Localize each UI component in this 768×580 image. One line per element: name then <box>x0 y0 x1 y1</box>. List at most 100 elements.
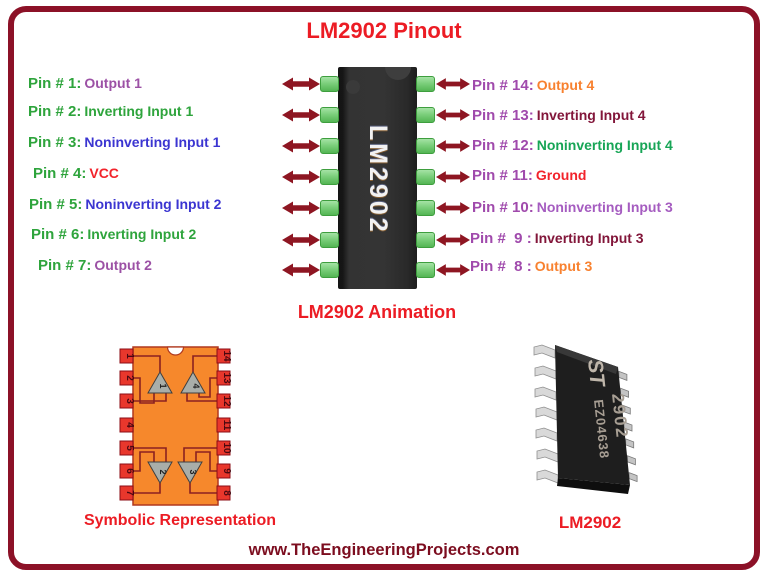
chip-pin-5 <box>320 200 339 216</box>
pin-function-label: Noninverting Input 1 <box>84 134 221 150</box>
symbolic-pin-2 <box>119 370 134 386</box>
pin-row-12: Pin # 12:Noninverting Input 4 <box>472 137 673 155</box>
pin-function-label: Ground <box>535 167 587 183</box>
pin-row-9: Pin # 9 :Inverting Input 3 <box>470 230 644 248</box>
pin-number-label: Pin # 8 : <box>470 258 532 275</box>
st-logo: ST <box>583 358 609 389</box>
chip-pin-4 <box>320 169 339 185</box>
double-arrow-icon <box>282 139 320 153</box>
photo-marking-part: 2902 <box>608 392 632 440</box>
pin-number-label: Pin # 12: <box>472 137 534 154</box>
chip-pin-3 <box>320 138 339 154</box>
pin-function-label: Output 3 <box>534 258 593 274</box>
symbolic-pin-number: 11 <box>221 420 232 431</box>
pin-function-label: Noninverting Input 3 <box>536 199 673 215</box>
photo-body-top-face <box>555 345 618 374</box>
symbolic-pin-number: 13 <box>221 372 232 384</box>
chip-pin-11 <box>416 169 435 185</box>
chip-notch <box>385 67 411 80</box>
pin-row-2: Pin # 2:Inverting Input 1 <box>28 103 193 121</box>
chip-pin-2 <box>320 107 339 123</box>
double-arrow-icon <box>436 234 470 246</box>
chip-pin-7 <box>320 262 339 278</box>
symbolic-pin-number: 10 <box>221 442 232 454</box>
pin-function-label: Output 4 <box>536 77 595 93</box>
pin-function-label: Inverting Input 3 <box>534 230 644 246</box>
symbolic-pin-number: 2 <box>124 375 135 381</box>
symbolic-pin-number: 8 <box>221 490 232 496</box>
symbolic-pin-number: 7 <box>124 490 135 496</box>
pin-row-7: Pin # 7:Output 2 <box>38 257 152 275</box>
chip-part-number: LM2902 <box>364 125 392 235</box>
pin-function-label: Output 2 <box>94 257 152 273</box>
pin-number-label: Pin # 14: <box>472 77 534 94</box>
chip-pin-8 <box>416 262 435 278</box>
symbolic-pin-number: 5 <box>124 445 135 451</box>
chip-pin-6 <box>320 232 339 248</box>
pin-number-label: Pin # 4: <box>33 165 87 182</box>
pin1-dot <box>346 80 360 94</box>
double-arrow-icon <box>436 78 470 90</box>
double-arrow-icon <box>282 233 320 247</box>
double-arrow-icon <box>436 140 470 152</box>
pin-row-11: Pin # 11:Ground <box>472 167 586 185</box>
symbolic-pin-4 <box>119 417 134 433</box>
symbolic-body <box>132 346 219 506</box>
pin-row-8: Pin # 8 :Output 3 <box>470 258 592 276</box>
pin-number-label: Pin # 1: <box>28 75 82 92</box>
symbolic-pin-14 <box>216 348 231 364</box>
pin-row-14: Pin # 14:Output 4 <box>472 77 594 95</box>
pin-function-label: VCC <box>89 165 119 181</box>
chip-pin-14 <box>416 76 435 92</box>
photo-body <box>555 345 630 485</box>
pin-number-label: Pin # 2: <box>28 103 82 120</box>
pin-row-6: Pin # 6:Inverting Input 2 <box>31 226 196 244</box>
page-title: LM2902 Pinout <box>306 18 462 43</box>
chip-body: LM2902 <box>338 67 417 289</box>
symbolic-pin-1 <box>119 348 134 364</box>
double-arrow-icon <box>436 171 470 183</box>
website-url: www.TheEngineeringProjects.com <box>248 541 520 559</box>
chip-pin-1 <box>320 76 339 92</box>
double-arrow-icon <box>436 202 470 214</box>
symbolic-pin-6 <box>119 463 134 479</box>
symbolic-pin-7 <box>119 485 134 501</box>
chip-pin-10 <box>416 200 435 216</box>
pin-row-5: Pin # 5:Noninverting Input 2 <box>29 196 221 214</box>
chip-pin-13 <box>416 107 435 123</box>
opamp-number: 1 <box>158 383 168 388</box>
symbolic-pin-10 <box>216 440 231 456</box>
symbolic-pin-number: 9 <box>221 468 232 474</box>
symbolic-representation-diagram: 1 4 2 3 1 2 3 4 5 6 <box>119 346 232 506</box>
pin-function-label: Inverting Input 2 <box>87 226 197 242</box>
chip-pin-12 <box>416 138 435 154</box>
symbolic-pin-5 <box>119 440 134 456</box>
double-arrow-icon <box>282 108 320 122</box>
pin-function-label: Inverting Input 4 <box>536 107 646 123</box>
pin-row-10: Pin # 10:Noninverting Input 3 <box>472 199 673 217</box>
symbolic-pin-11 <box>216 417 231 433</box>
symbolic-pin-number: 4 <box>124 422 135 428</box>
photo-body-bottom-face <box>557 478 630 494</box>
photo-marking-lot: EZ04638 <box>591 399 612 460</box>
pin-number-label: Pin # 13: <box>472 107 534 124</box>
chip-pin-9 <box>416 232 435 248</box>
page-border <box>8 6 760 570</box>
symbolic-pin-9 <box>216 463 231 479</box>
pin-row-3: Pin # 3:Noninverting Input 1 <box>28 134 220 152</box>
opamp-wires <box>133 355 217 494</box>
photo-left-pins <box>533 344 559 484</box>
symbolic-pin-number: 3 <box>124 398 135 404</box>
pin-number-label: Pin # 7: <box>38 257 92 274</box>
double-arrow-icon <box>436 264 470 276</box>
symbolic-pin-13 <box>216 370 231 386</box>
opamp-number: 2 <box>158 469 168 474</box>
symbolic-pin-8 <box>216 485 231 501</box>
symbolic-pin-number: 6 <box>124 468 135 474</box>
pin-number-label: Pin # 9 : <box>470 230 532 247</box>
opamp-number: 3 <box>188 469 198 474</box>
opamp-number: 4 <box>191 383 201 388</box>
pin-row-1: Pin # 1:Output 1 <box>28 75 142 93</box>
symbolic-pin-12 <box>216 393 231 409</box>
pin-function-label: Noninverting Input 4 <box>536 137 673 153</box>
